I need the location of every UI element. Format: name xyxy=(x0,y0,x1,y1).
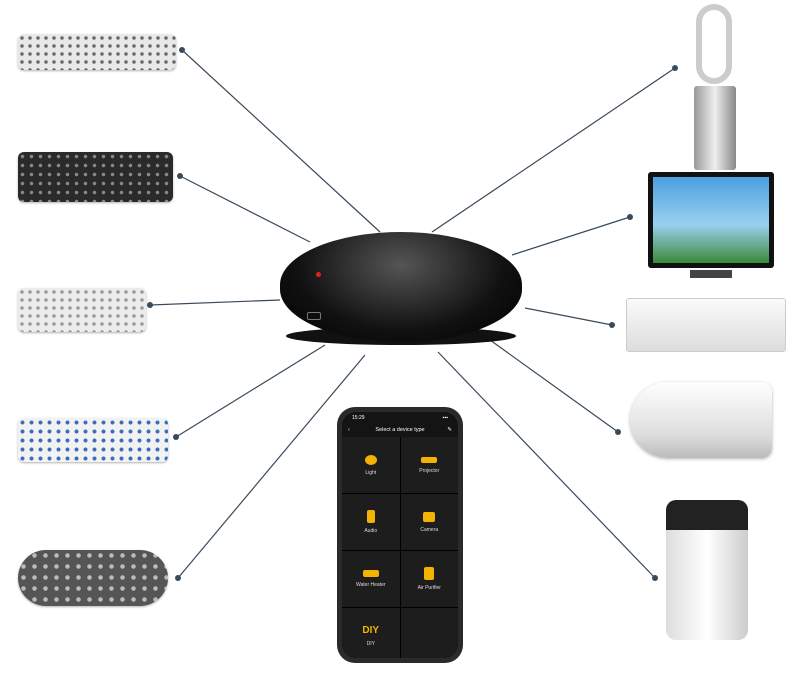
device-label: Projector xyxy=(419,467,440,474)
device-label: Audio xyxy=(364,528,378,534)
air-conditioner xyxy=(626,298,786,352)
app-screen: 15:29▪▪▪ ‹ Select a device type ✎ Light … xyxy=(342,412,458,658)
camera-icon xyxy=(423,511,436,522)
device-projector[interactable]: Projector xyxy=(400,437,458,493)
device-label: Light xyxy=(365,469,377,476)
remote-1 xyxy=(18,34,176,70)
television xyxy=(648,172,774,284)
status-led-icon xyxy=(316,272,321,277)
device-diy[interactable]: DIY DIY xyxy=(342,608,400,658)
water-heater xyxy=(630,382,772,458)
status-time: 15:29 xyxy=(352,415,365,421)
empty-cell xyxy=(400,608,458,658)
back-icon[interactable]: ‹ xyxy=(348,427,350,433)
projector-icon xyxy=(421,456,438,463)
remote-2 xyxy=(18,152,173,202)
remote-4 xyxy=(18,550,168,606)
device-camera[interactable]: Camera xyxy=(400,494,458,550)
device-audio[interactable]: Audio xyxy=(342,494,400,550)
device-air-purifier[interactable]: Air Purifier xyxy=(400,551,458,607)
smartphone: 15:29▪▪▪ ‹ Select a device type ✎ Light … xyxy=(337,407,463,663)
edit-icon[interactable]: ✎ xyxy=(447,427,452,433)
dehumidifier xyxy=(666,500,748,640)
device-water-heater[interactable]: Water Heater xyxy=(342,551,400,607)
air-purifier-fan xyxy=(690,4,740,172)
device-label: Camera xyxy=(420,526,439,533)
device-label: DIY xyxy=(366,641,375,647)
device-label: Air Purifier xyxy=(417,585,441,591)
water-heater-icon xyxy=(362,570,379,577)
remote-3 xyxy=(18,418,168,462)
screen-title: Select a device type xyxy=(375,427,425,433)
ir-hub xyxy=(280,232,522,352)
status-icons: ▪▪▪ xyxy=(442,415,448,421)
usb-port-icon xyxy=(307,312,321,320)
device-label: Water Heater xyxy=(355,582,386,588)
ac-remote xyxy=(18,288,146,332)
device-light[interactable]: Light xyxy=(342,437,400,493)
diy-icon: DIY xyxy=(362,625,380,636)
air-purifier-icon xyxy=(424,567,435,580)
speaker-icon xyxy=(366,510,375,523)
bulb-icon xyxy=(364,454,377,465)
